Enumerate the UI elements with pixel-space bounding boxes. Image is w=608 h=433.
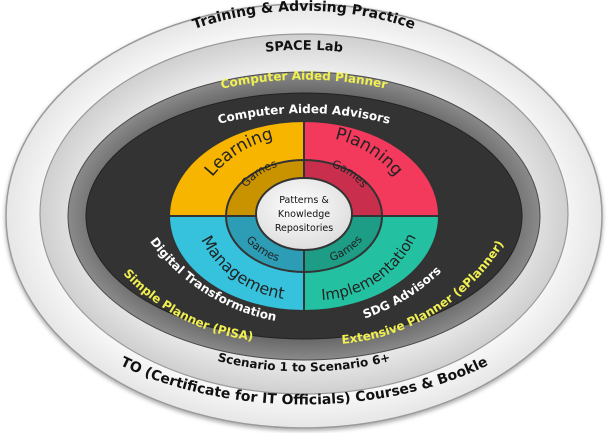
space-lab-label: SPACE Lab <box>264 39 343 56</box>
center-line-1: Patterns & <box>279 195 329 206</box>
center-line-2: Knowledge <box>278 209 330 220</box>
center-hub <box>255 177 353 251</box>
center-line-3: Repositories <box>275 223 333 234</box>
